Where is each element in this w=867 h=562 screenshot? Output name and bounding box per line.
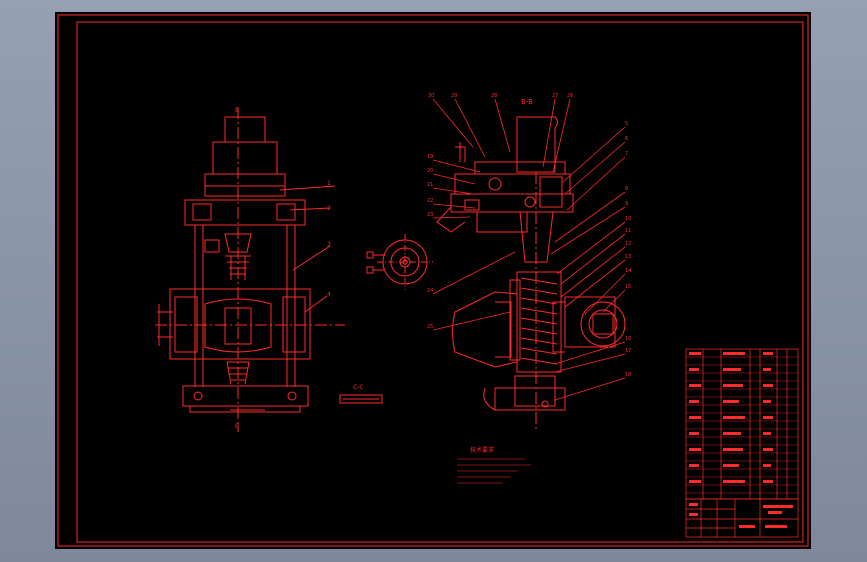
cut-label-top: B bbox=[235, 107, 239, 114]
title-block bbox=[685, 498, 799, 538]
section-view-bb: B-B bbox=[432, 98, 626, 432]
inner-frame bbox=[76, 21, 804, 543]
part-num-22: 22 bbox=[427, 198, 433, 204]
part-num-8: 8 bbox=[625, 186, 628, 192]
part-num-23: 23 bbox=[427, 212, 433, 218]
part-num-18: 18 bbox=[625, 372, 631, 378]
part-num-10: 10 bbox=[625, 216, 631, 222]
part-num-6: 6 bbox=[625, 136, 628, 142]
part-label-3: 3 bbox=[327, 241, 331, 248]
part-num-26: 26 bbox=[567, 93, 573, 99]
part-num-27: 27 bbox=[552, 93, 558, 99]
part-num-11: 11 bbox=[625, 228, 631, 234]
bb-label: B-B bbox=[521, 98, 533, 106]
part-num-12: 12 bbox=[625, 241, 631, 247]
part-num-9: 9 bbox=[625, 201, 628, 207]
drawing-sheet: 1 2 3 4 B B bbox=[55, 12, 811, 549]
part-num-25: 25 bbox=[427, 324, 433, 330]
cc-label: C-C bbox=[353, 384, 364, 391]
circular-detail-view bbox=[366, 234, 433, 290]
part-label-2: 2 bbox=[327, 205, 331, 212]
tech-req-title: 技术要求 bbox=[470, 446, 494, 454]
front-view: 1 2 3 4 B B bbox=[155, 107, 345, 432]
part-num-16: 16 bbox=[625, 336, 631, 342]
part-num-20: 20 bbox=[427, 168, 433, 174]
part-num-7: 7 bbox=[625, 151, 628, 157]
part-num-13: 13 bbox=[625, 254, 631, 260]
part-label-4: 4 bbox=[327, 291, 331, 298]
part-num-28: 28 bbox=[491, 93, 497, 99]
cc-section-detail: C-C bbox=[339, 384, 383, 404]
part-num-14: 14 bbox=[625, 268, 631, 274]
part-num-29: 29 bbox=[451, 93, 457, 99]
part-num-24: 24 bbox=[427, 288, 433, 294]
part-num-5: 5 bbox=[625, 121, 628, 127]
part-num-17: 17 bbox=[625, 348, 631, 354]
cut-label-bottom: B bbox=[235, 423, 239, 430]
part-num-30: 30 bbox=[428, 93, 434, 99]
part-num-21: 21 bbox=[427, 182, 433, 188]
part-number-labels: 30 29 28 27 26 5 6 7 8 9 10 11 12 13 14 … bbox=[427, 93, 631, 378]
part-num-19: 19 bbox=[427, 154, 433, 160]
outer-frame bbox=[57, 14, 809, 547]
drawing-canvas: 1 2 3 4 B B bbox=[57, 14, 809, 547]
part-num-15: 15 bbox=[625, 284, 631, 290]
part-label-1: 1 bbox=[327, 180, 331, 187]
parts-list-table bbox=[685, 348, 799, 500]
tech-requirements: 技术要求 bbox=[457, 446, 531, 484]
